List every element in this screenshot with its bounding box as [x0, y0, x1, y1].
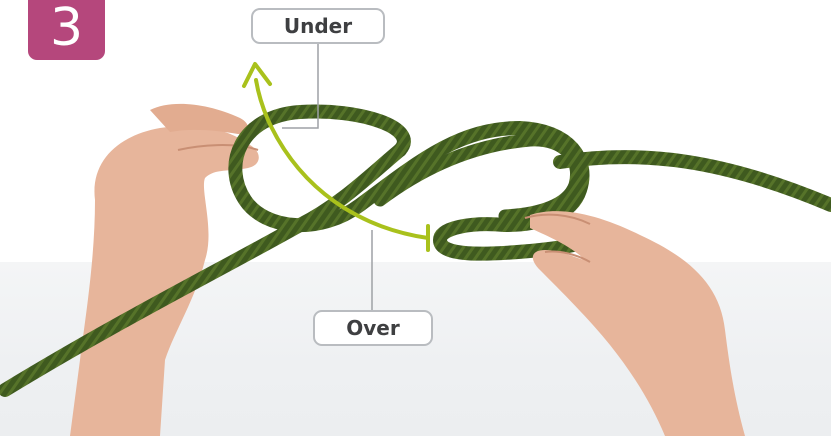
over-label-text: Over — [346, 316, 399, 340]
rope-bight-upper — [380, 140, 577, 216]
rope-right-tail — [560, 157, 831, 205]
under-label-text: Under — [284, 14, 352, 38]
under-label: Under — [251, 8, 385, 44]
over-label: Over — [313, 310, 433, 346]
step-number: 3 — [50, 2, 83, 54]
step-number-badge: 3 — [28, 0, 105, 60]
